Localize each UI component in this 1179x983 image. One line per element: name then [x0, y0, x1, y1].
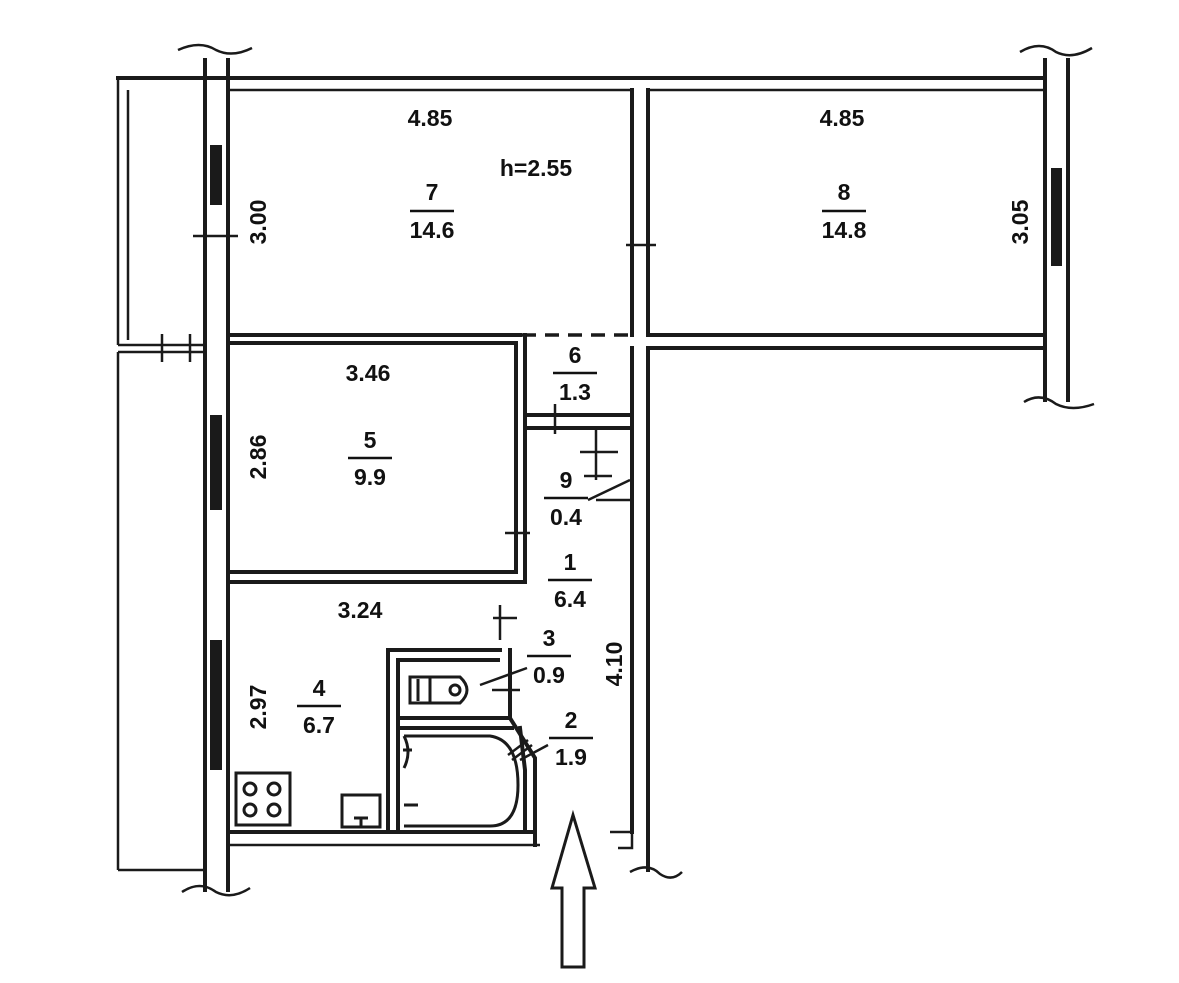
room-number: 9 [560, 467, 573, 493]
room-label-5: 5 9.9 [348, 427, 392, 490]
room-label-9: 9 0.4 [544, 467, 588, 530]
interior-walls [226, 88, 1047, 872]
room-area: 6.4 [554, 586, 586, 612]
room-area: 1.9 [555, 744, 587, 770]
bathtub-icon [402, 734, 520, 828]
entrance-arrow-icon [550, 809, 598, 969]
room-area: 0.9 [533, 662, 565, 688]
room-label-4: 4 6.7 [297, 675, 341, 738]
room-area: 14.6 [410, 217, 455, 243]
room-area: 9.9 [354, 464, 386, 490]
dimension-room5-depth: 2.86 [245, 435, 271, 480]
outer-walls [116, 43, 1095, 897]
room-area: 14.8 [822, 217, 867, 243]
room-number: 4 [313, 675, 326, 701]
ceiling-height: h=2.55 [500, 155, 572, 181]
balcony [116, 78, 205, 872]
room-area: 1.3 [559, 379, 591, 405]
room-number: 1 [564, 549, 577, 575]
room-label-8: 8 14.8 [822, 179, 867, 243]
sink-icon [340, 793, 382, 829]
room-number: 2 [565, 707, 578, 733]
window-icon [193, 145, 1062, 770]
room-label-1: 1 6.4 [548, 549, 592, 612]
room-area: 0.4 [550, 504, 582, 530]
room-number: 8 [838, 179, 851, 205]
dimension-room8-depth: 3.05 [1007, 199, 1033, 244]
dimension-room7-depth: 3.00 [245, 200, 271, 245]
dimension-room5-width: 3.46 [346, 360, 391, 386]
dimension-room4-depth: 2.97 [245, 685, 271, 730]
dimension-room8-width: 4.85 [820, 105, 865, 131]
room-label-7: 7 14.6 [410, 179, 455, 243]
dimension-room7-width: 4.85 [408, 105, 453, 131]
room-label-2: 2 1.9 [549, 707, 593, 770]
room-number: 6 [569, 342, 582, 368]
toilet-icon [408, 675, 469, 705]
room-number: 7 [426, 179, 439, 205]
dimension-hall-length: 4.10 [601, 642, 627, 687]
room-label-3: 3 0.9 [527, 625, 571, 688]
dimension-room4-width: 3.24 [338, 597, 383, 623]
stove-icon [234, 771, 292, 827]
room-label-6: 6 1.3 [553, 342, 597, 405]
room-number: 3 [543, 625, 556, 651]
room-area: 6.7 [303, 712, 335, 738]
room-number: 5 [364, 427, 377, 453]
